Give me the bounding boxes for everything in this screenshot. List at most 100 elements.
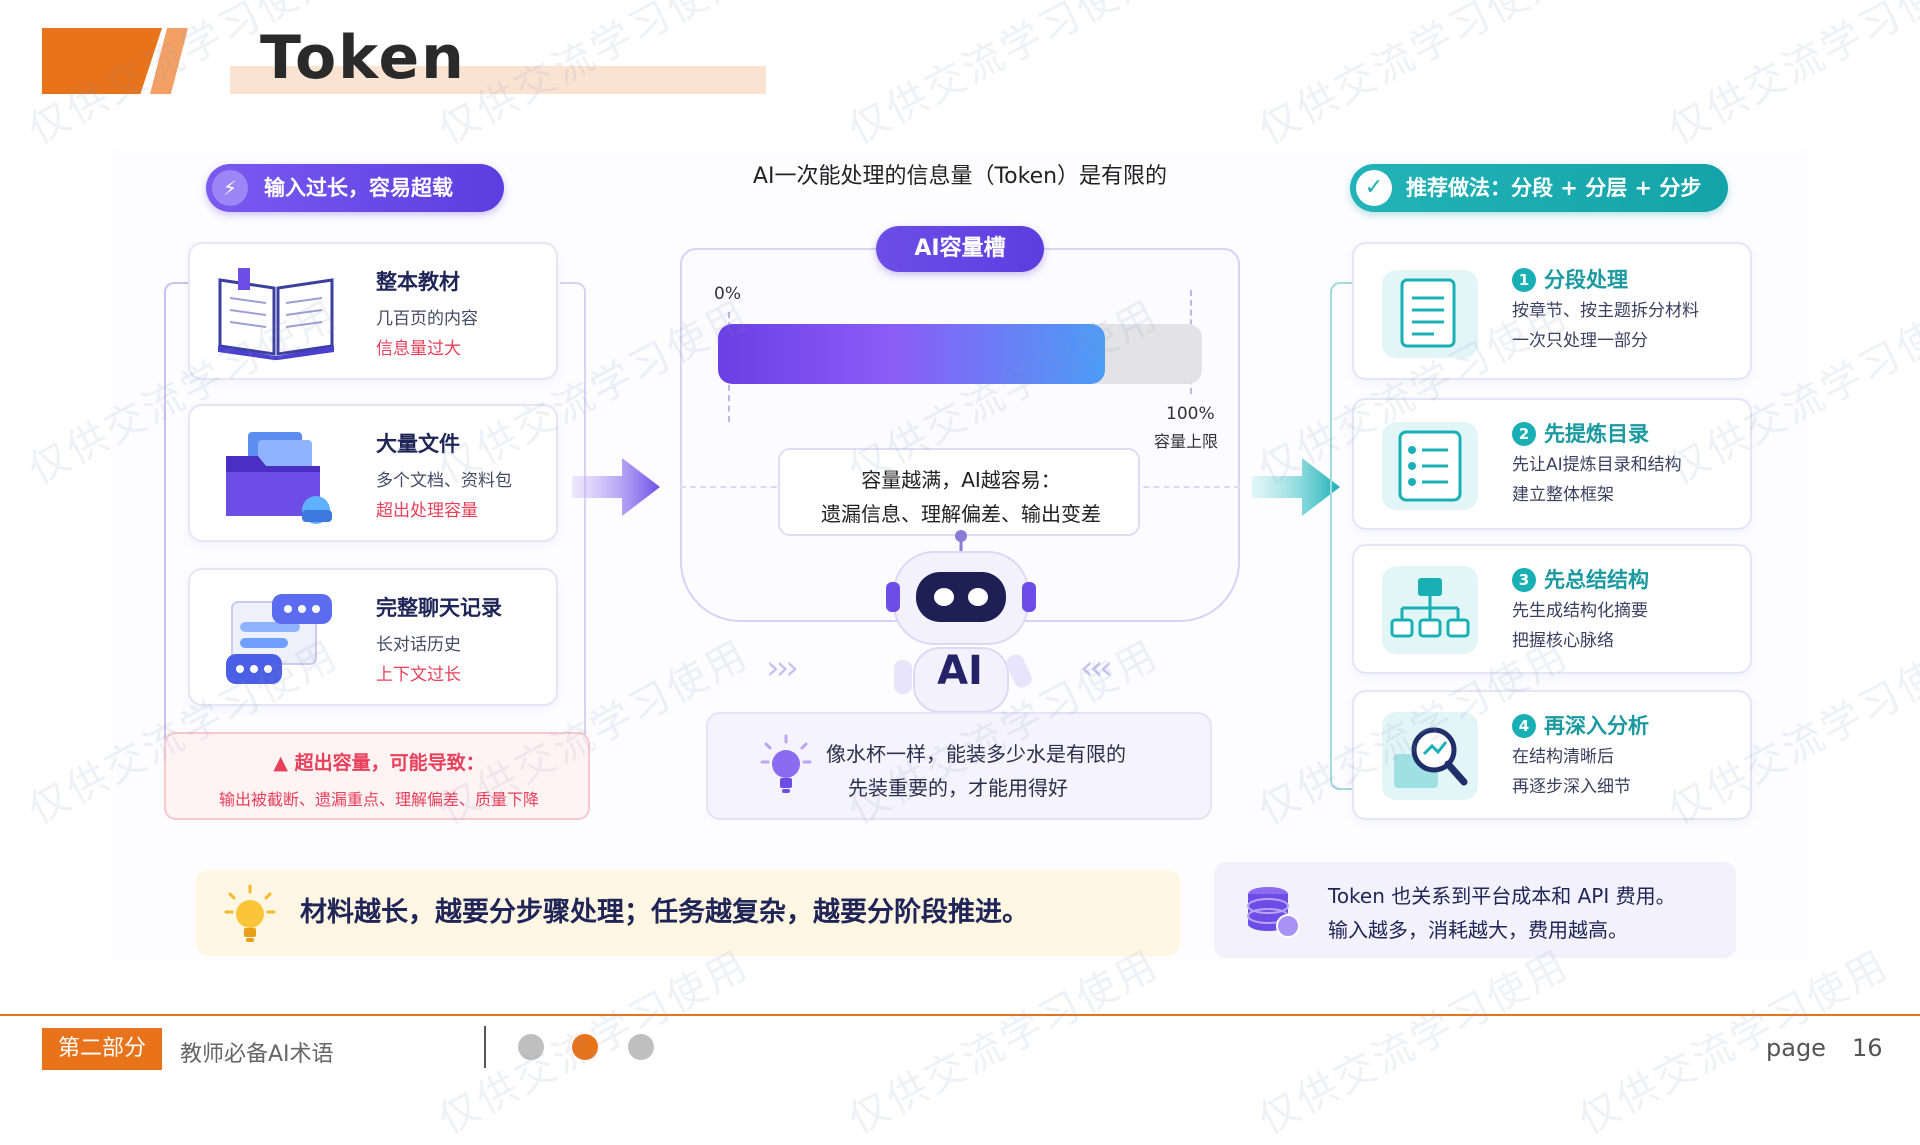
footer-page-number: 16 [1852, 1034, 1883, 1062]
lightbulb-icon [760, 734, 812, 793]
right-bracket [1330, 282, 1354, 790]
gauge-max-label: 100% [1166, 404, 1215, 424]
card-warning: 信息量过大 [376, 339, 461, 359]
page-title: Token [260, 23, 466, 93]
magnifier-chart-icon [1382, 712, 1478, 800]
step-title: 4 再深入分析 [1512, 710, 1649, 740]
footer-page-label: page [1766, 1034, 1826, 1062]
card-subtitle: 多个文档、资料包 [376, 471, 512, 491]
footer-section: 第二部分 [57, 1036, 146, 1061]
alert-title: 超出容量，可能导致： [294, 752, 485, 774]
cup-line-1: 像水杯一样，能装多少水是有限的 [826, 742, 1126, 766]
book-icon [218, 268, 334, 360]
right-badge-label: 推荐做法：分段 + 分层 + 分步 [1406, 176, 1702, 200]
alert-title-row: ▲ 超出容量，可能导致： [166, 748, 592, 775]
footer-section-badge: 第二部分 [42, 1028, 162, 1070]
tip-text: 材料越长，越要分步骤处理；任务越复杂，越要分阶段推进。 [300, 897, 1029, 928]
watermark: 仅供交流学习使用 [1571, 941, 1897, 1144]
warning-line-2: 遗漏信息、理解偏差、输出变差 [821, 502, 1101, 526]
card-title: 大量文件 [376, 432, 460, 456]
step-number: 2 [1512, 422, 1536, 446]
card-subtitle: 长对话历史 [376, 635, 461, 655]
right-step-2: 2 先提炼目录 先让AI提炼目录和结构建立整体框架 [1352, 398, 1752, 530]
card-warning: 超出处理容量 [376, 501, 478, 521]
footer-rule [0, 1014, 1920, 1016]
watermark: 仅供交流学习使用 [841, 0, 1167, 154]
step-desc-line-2: 把握核心脉络 [1512, 631, 1614, 651]
header-accent-bar [42, 28, 162, 94]
center-headline: AI一次能处理的信息量（Token）是有限的 [752, 164, 1168, 189]
footer-divider [484, 1026, 486, 1068]
capacity-label: AI容量槽 [876, 226, 1044, 272]
left-card-textbook: 整本教材 几百页的内容 信息量过大 [188, 242, 558, 380]
gauge-min-label: 0% [714, 284, 741, 304]
card-warning: 上下文过长 [376, 665, 461, 685]
alert-detail: 输出被截断、遗漏重点、理解偏差、质量下降 [218, 790, 539, 809]
capacity-gauge [718, 324, 1202, 384]
left-card-chat: 完整聊天记录 长对话历史 上下文过长 [188, 568, 558, 706]
right-badge: ✓ 推荐做法：分段 + 分层 + 分步 [1350, 164, 1728, 212]
folder-icon [226, 432, 332, 524]
cup-line-2: 先装重要的，才能用得好 [848, 776, 1068, 800]
database-coins-icon [1247, 887, 1300, 938]
step-desc-line-2: 建立整体框架 [1512, 485, 1614, 505]
step-number: 3 [1512, 568, 1536, 592]
step-title: 2 先提炼目录 [1512, 418, 1649, 448]
robot-label: AI [937, 648, 983, 694]
left-badge-label: 输入过长，容易超载 [264, 176, 453, 200]
ai-robot-icon [886, 530, 1036, 713]
step-desc-line-1: 在结构清晰后 [1512, 747, 1614, 767]
tip-banner: 材料越长，越要分步骤处理；任务越复杂，越要分阶段推进。 [196, 870, 1180, 956]
step-number: 4 [1512, 714, 1536, 738]
pager-dot[interactable] [518, 1034, 544, 1060]
cost-note: Token 也关系到平台成本和 API 费用。 输入越多，消耗越大，费用越高。 [1214, 862, 1736, 958]
cost-line-1: Token 也关系到平台成本和 API 费用。 [1328, 884, 1676, 908]
watermark: 仅供交流学习使用 [1251, 0, 1577, 154]
overload-alert: ▲ 超出容量，可能导致： 输出被截断、遗漏重点、理解偏差、质量下降 [164, 732, 590, 820]
document-icon [1382, 270, 1478, 358]
step-number: 1 [1512, 268, 1536, 292]
check-icon: ✓ [1356, 170, 1392, 206]
step-desc-line-1: 先生成结构化摘要 [1512, 601, 1648, 621]
title-highlight [230, 66, 766, 94]
step-desc: 在结构清晰后再逐步深入细节 [1512, 742, 1631, 802]
capacity-warning-box: 容量越满，AI越容易： 遗漏信息、理解偏差、输出变差 [778, 448, 1140, 536]
card-subtitle: 几百页的内容 [376, 309, 478, 329]
watermark: 仅供交流学习使用 [1251, 941, 1577, 1144]
gauge-fill [718, 324, 1106, 384]
step-title-text: 先提炼目录 [1544, 422, 1649, 446]
pager-dot-active[interactable] [572, 1034, 598, 1060]
warning-icon: ▲ [273, 752, 288, 774]
cost-line-2: 输入越多，消耗越大，费用越高。 [1328, 918, 1628, 942]
watermark: 仅供交流学习使用 [841, 941, 1167, 1144]
card-title: 整本教材 [376, 270, 460, 294]
right-step-3: 3 先总结结构 先生成结构化摘要把握核心脉络 [1352, 544, 1752, 674]
step-title-text: 再深入分析 [1544, 714, 1649, 738]
step-desc: 先让AI提炼目录和结构建立整体框架 [1512, 450, 1682, 510]
step-desc: 先生成结构化摘要把握核心脉络 [1512, 596, 1648, 656]
left-bracket-right [560, 282, 586, 790]
right-step-4: 4 再深入分析 在结构清晰后再逐步深入细节 [1352, 690, 1752, 820]
step-title: 3 先总结结构 [1512, 564, 1649, 594]
left-badge: ⚡ 输入过长，容易超载 [206, 164, 504, 212]
footer-course: 教师必备AI术语 [180, 1042, 334, 1067]
list-icon [1382, 422, 1478, 510]
arrow-right-icon [572, 458, 660, 516]
step-title-text: 分段处理 [1544, 268, 1628, 292]
gauge-limit-label: 容量上限 [1154, 432, 1219, 451]
arrow-right-icon [1252, 458, 1340, 516]
step-desc-line-1: 先让AI提炼目录和结构 [1512, 455, 1682, 475]
pager-dot[interactable] [628, 1034, 654, 1060]
warning-line-1: 容量越满，AI越容易： [861, 468, 1061, 492]
step-title: 1 分段处理 [1512, 264, 1628, 294]
hierarchy-icon [1382, 566, 1478, 654]
overload-icon: ⚡ [212, 170, 248, 206]
card-title: 完整聊天记录 [376, 596, 502, 620]
step-desc-line-1: 按章节、按主题拆分材料 [1512, 301, 1699, 321]
step-desc: 按章节、按主题拆分材料一次只处理一部分 [1512, 296, 1699, 356]
step-desc-line-2: 一次只处理一部分 [1512, 331, 1648, 351]
left-bracket [164, 282, 190, 790]
step-desc-line-2: 再逐步深入细节 [1512, 777, 1631, 797]
step-title-text: 先总结结构 [1544, 568, 1649, 592]
chevrons-right-icon: ››› [766, 648, 799, 688]
